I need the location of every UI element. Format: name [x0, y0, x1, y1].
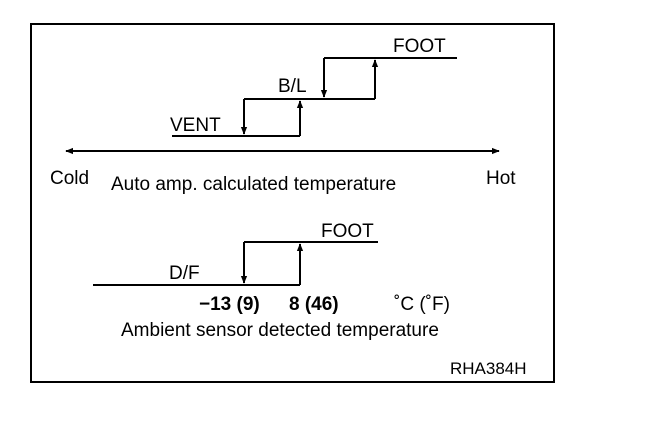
- df-label: D/F: [169, 263, 200, 284]
- bottom-mode-steps: [93, 241, 378, 286]
- bl-label: B/L: [278, 76, 307, 97]
- diagram-frame: [30, 23, 555, 383]
- high-threshold-label: 8 (46): [289, 294, 339, 315]
- unit-label: ˚C (˚F): [394, 294, 450, 315]
- figure-code: RHA384H: [450, 359, 527, 378]
- bottom-axis-caption: Ambient sensor detected temperature: [121, 320, 439, 341]
- low-threshold-label: −13 (9): [199, 294, 260, 315]
- top-foot-label: FOOT: [393, 36, 446, 57]
- hot-label: Hot: [486, 168, 516, 189]
- vent-label: VENT: [170, 115, 221, 136]
- bottom-foot-label: FOOT: [321, 221, 374, 242]
- top-mode-steps: [172, 57, 457, 137]
- cold-label: Cold: [50, 168, 89, 189]
- top-axis-caption: Auto amp. calculated temperature: [111, 174, 396, 195]
